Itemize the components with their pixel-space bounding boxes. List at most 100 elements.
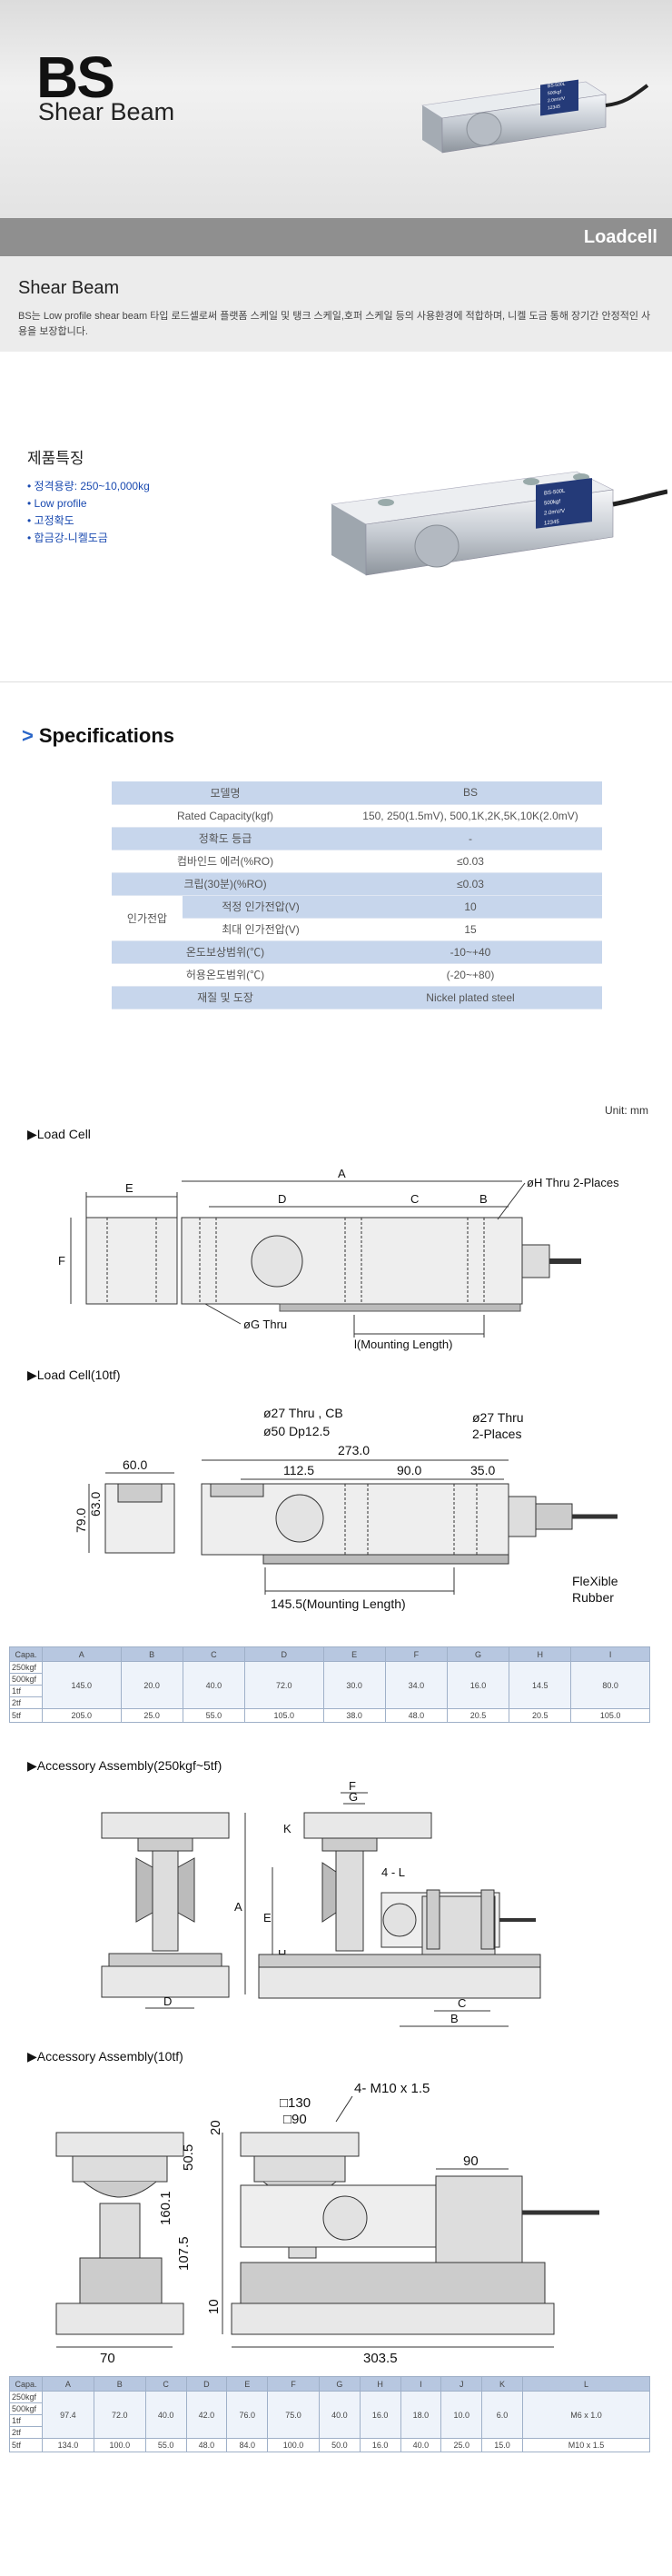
plate-line: 12345 bbox=[544, 519, 559, 526]
spec-label: 온도보상범위(℃) bbox=[112, 940, 339, 964]
column-header: F bbox=[267, 2376, 320, 2392]
features-list: 정격용량: 250~10,000kg Low profile 고정확도 합금강-… bbox=[27, 478, 150, 547]
hole-label: øH Thru 2-Places bbox=[527, 1176, 619, 1189]
column-header: D bbox=[185, 2376, 228, 2392]
dim-label: □130 bbox=[280, 2095, 311, 2111]
capacity-cell: 250kgf bbox=[9, 2391, 43, 2403]
dim-label: A bbox=[234, 1900, 242, 1914]
table-cell: 10.0 bbox=[440, 2391, 483, 2439]
table-cell: 80.0 bbox=[570, 1661, 650, 1709]
accessory-assembly-drawing: D F G K 4 - L A E H C B bbox=[101, 1779, 541, 2027]
table-cell: 100.0 bbox=[93, 2438, 146, 2452]
dim-label: D bbox=[278, 1192, 286, 1206]
spec-label: 적정 인가전압(V) bbox=[183, 895, 339, 919]
feature-item: 정격용량: 250~10,000kg bbox=[27, 478, 150, 495]
dim-label: 107.5 bbox=[176, 2236, 192, 2271]
column-header: D bbox=[243, 1646, 324, 1662]
specifications-title: >Specifications bbox=[22, 724, 175, 747]
table-cell: 55.0 bbox=[144, 2438, 187, 2452]
hero-banner: BS Shear Beam BS-500L 500kgf 2.0mV/V 123… bbox=[0, 0, 672, 218]
column-header: I bbox=[400, 2376, 442, 2392]
table-cell: 40.0 bbox=[182, 1661, 245, 1709]
dim-label: B bbox=[479, 1192, 488, 1206]
thru-label: øG Thru bbox=[243, 1318, 287, 1331]
table-cell: 34.0 bbox=[384, 1661, 448, 1709]
plate-line: 12345 bbox=[548, 104, 560, 111]
spec-value: 10 bbox=[339, 895, 602, 919]
table-cell: 15.0 bbox=[481, 2438, 523, 2452]
plate-line: 500kgf bbox=[548, 89, 562, 96]
table-cell: 20.0 bbox=[120, 1661, 183, 1709]
column-header: C bbox=[182, 1646, 245, 1662]
dim-label: 160.1 bbox=[158, 2191, 173, 2225]
dim-label: ø27 Thru bbox=[472, 1410, 524, 1425]
spec-label: 허용온도범위(℃) bbox=[112, 963, 339, 987]
dim-label: E bbox=[125, 1181, 133, 1195]
spec-value: 150, 250(1.5mV), 500,1K,2K,5K,10K(2.0mV) bbox=[339, 804, 602, 828]
table-cell: 18.0 bbox=[400, 2391, 442, 2439]
dim-label: ø50 Dp12.5 bbox=[263, 1424, 330, 1438]
dim-label: 4- M10 x 1.5 bbox=[354, 2081, 430, 2096]
dim-label: D bbox=[163, 1994, 172, 2008]
spec-value: - bbox=[339, 827, 602, 850]
table-cell: 72.0 bbox=[243, 1661, 324, 1709]
table-cell: 6.0 bbox=[481, 2391, 523, 2439]
spec-label: 최대 인가전압(V) bbox=[183, 918, 339, 941]
dim-label: 50.5 bbox=[181, 2144, 196, 2171]
column-header: G bbox=[318, 2376, 361, 2392]
spec-group-label: 인가전압 bbox=[112, 895, 183, 941]
dim-label: K bbox=[283, 1822, 292, 1835]
dim-label: F bbox=[349, 1779, 356, 1793]
intro-title: Shear Beam bbox=[18, 278, 120, 298]
capacity-cell: 5tf bbox=[9, 1708, 43, 1723]
feature-item: Low profile bbox=[27, 495, 150, 512]
dim-label: 10 bbox=[206, 2299, 222, 2314]
dim-label: ø27 Thru , CB bbox=[263, 1406, 343, 1420]
spec-label: 컴바인드 에러(%RO) bbox=[112, 850, 339, 873]
dim-label: 60.0 bbox=[123, 1457, 147, 1472]
table-cell: 40.0 bbox=[144, 2391, 187, 2439]
capacity-cell: 2tf bbox=[9, 2426, 43, 2439]
dim-label: C bbox=[410, 1192, 419, 1206]
feature-item: 합금강-니켈도금 bbox=[27, 530, 150, 547]
column-header: E bbox=[226, 2376, 269, 2392]
intro-section: Shear Beam BS는 Low profile shear beam 타입… bbox=[0, 256, 672, 352]
section-title-loadcell: ▶Load Cell bbox=[27, 1127, 91, 1141]
feature-item: 고정확도 bbox=[27, 512, 150, 530]
column-header: I bbox=[570, 1646, 650, 1662]
spec-value: Nickel plated steel bbox=[339, 986, 602, 1010]
dim-label: F bbox=[58, 1254, 65, 1268]
column-header: J bbox=[440, 2376, 483, 2392]
dim-label: □90 bbox=[283, 2112, 307, 2127]
table-cell: M6 x 1.0 bbox=[522, 2391, 650, 2439]
table-cell: 205.0 bbox=[42, 1708, 122, 1723]
dim-label: 70 bbox=[100, 2351, 115, 2366]
column-header: Capa. bbox=[9, 1646, 43, 1662]
table-row: 최대 인가전압(V)15 bbox=[112, 918, 602, 941]
table-cell: 75.0 bbox=[267, 2391, 320, 2439]
table-cell: 42.0 bbox=[185, 2391, 228, 2439]
table-row: 크립(30분)(%RO)≤0.03 bbox=[112, 872, 602, 896]
spec-value: -10~+40 bbox=[339, 940, 602, 964]
table-cell: 84.0 bbox=[226, 2438, 269, 2452]
table-cell: 134.0 bbox=[42, 2438, 94, 2452]
dim-label: B bbox=[450, 2012, 459, 2025]
mounting-length-label: 145.5(Mounting Length) bbox=[271, 1596, 406, 1611]
capacity-cell: 1tf bbox=[9, 2414, 43, 2427]
table-cell: 97.4 bbox=[42, 2391, 94, 2439]
unit-label: Unit: mm bbox=[605, 1104, 648, 1117]
divider bbox=[0, 681, 672, 682]
accessory-10tf-drawing: 4- M10 x 1.5 □130 □90 70 20 50.5 160.1 1… bbox=[55, 2081, 599, 2366]
plate-line: 2.0mV/V bbox=[544, 509, 565, 517]
table-cell: 72.0 bbox=[93, 2391, 146, 2439]
capacity-cell: 500kgf bbox=[9, 2402, 43, 2415]
model-type: Shear Beam bbox=[38, 98, 175, 125]
spec-label: 모델명 bbox=[112, 781, 339, 805]
